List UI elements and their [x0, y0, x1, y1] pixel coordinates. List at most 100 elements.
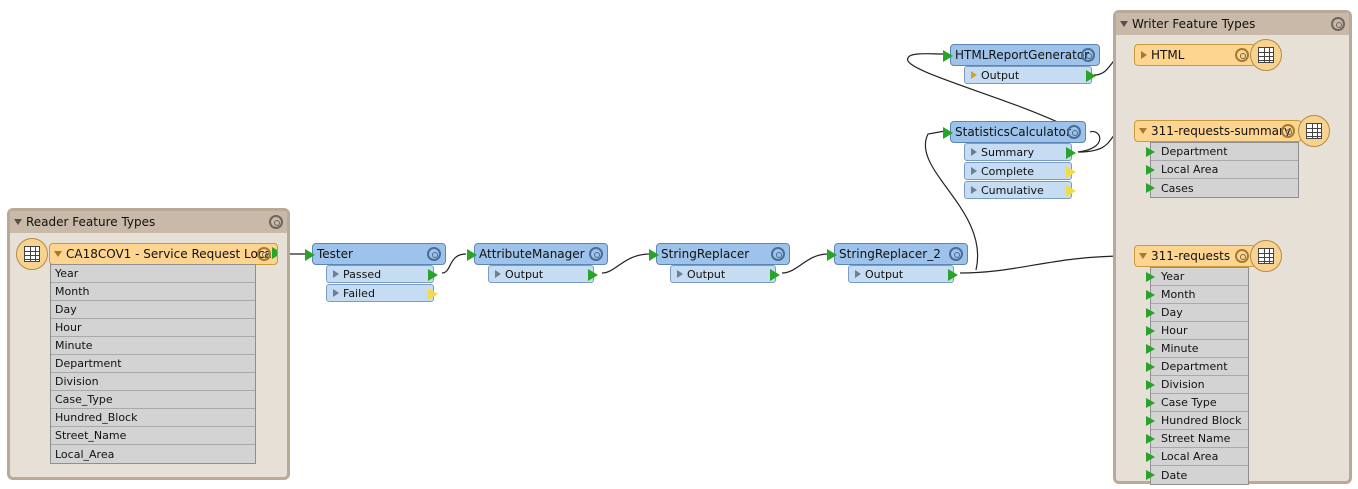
attribute-row: Division	[1146, 376, 1248, 394]
input-port-icon[interactable]	[943, 50, 953, 62]
port-label: Cumulative	[981, 183, 1044, 197]
port-triangle-icon	[333, 270, 339, 278]
reader-attribute-list: Year Month Day Hour Minute Department Di…	[50, 264, 256, 464]
output-port-connected-icon[interactable]	[1086, 70, 1096, 82]
output-port-connected-icon[interactable]	[428, 269, 438, 281]
string-replacer-2-port-output[interactable]: Output	[848, 265, 958, 283]
html-report-generator-transformer[interactable]: HTMLReportGenerator	[943, 44, 1100, 66]
port-triangle-icon	[333, 289, 339, 297]
attribute-manager-name: AttributeManager	[479, 247, 585, 261]
html-report-generator-port-output[interactable]: Output	[964, 66, 1096, 84]
gear-icon[interactable]	[1081, 48, 1095, 62]
statistics-calculator-port-cumulative[interactable]: Cumulative	[964, 181, 1076, 199]
attribute-manager-port-output[interactable]: Output	[488, 265, 598, 283]
attribute-row: Case_Type	[51, 391, 255, 409]
input-arrow-icon	[1146, 470, 1155, 480]
output-port-connected-icon[interactable]	[770, 269, 780, 281]
attribute-label: Department	[1161, 360, 1228, 373]
attribute-row: Department	[1146, 143, 1298, 161]
attribute-label: Minute	[1161, 342, 1199, 355]
writer-html-table-icon	[1250, 39, 1282, 71]
reader-feature-type[interactable]: CA18COV1 - Service Request Loca	[49, 243, 278, 265]
output-port-connected-icon[interactable]	[1066, 147, 1076, 159]
string-replacer-2-name: StringReplacer_2	[839, 247, 941, 261]
tester-port-passed[interactable]: Passed	[326, 265, 438, 283]
reader-bookmark-header[interactable]: Reader Feature Types	[10, 211, 287, 233]
attribute-row: Year	[51, 265, 255, 283]
writer-requests-name: 311-requests	[1151, 249, 1231, 263]
attribute-row: Hour	[1146, 322, 1248, 340]
string-replacer-2-transformer[interactable]: StringReplacer_2	[827, 243, 968, 265]
collapse-triangle-icon[interactable]	[1139, 128, 1147, 134]
collapse-triangle-icon[interactable]	[1139, 253, 1147, 259]
input-arrow-icon	[1146, 434, 1155, 444]
collapse-triangle-icon[interactable]	[14, 219, 22, 225]
gear-icon[interactable]	[1331, 17, 1345, 31]
port-label: Output	[865, 267, 904, 281]
gear-icon[interactable]	[771, 247, 785, 261]
gear-icon[interactable]	[1235, 48, 1249, 62]
attribute-row: Day	[51, 301, 255, 319]
statistics-calculator-port-complete[interactable]: Complete	[964, 162, 1076, 180]
attribute-row: Month	[1146, 286, 1248, 304]
statistics-calculator-name: StatisticsCalculator	[955, 125, 1071, 139]
input-port-icon[interactable]	[467, 249, 477, 261]
gear-icon[interactable]	[589, 247, 603, 261]
collapse-triangle-icon[interactable]	[54, 251, 62, 257]
input-port-icon[interactable]	[943, 127, 953, 139]
expand-triangle-icon[interactable]	[1141, 51, 1147, 59]
tester-port-failed[interactable]: Failed	[326, 284, 438, 302]
writer-requests-feature-type[interactable]: 311-requests	[1134, 245, 1256, 267]
reader-bookmark-title: Reader Feature Types	[26, 215, 156, 229]
collapse-triangle-icon[interactable]	[1120, 21, 1128, 27]
output-port-unconnected-icon[interactable]	[1066, 166, 1076, 178]
input-arrow-icon	[1146, 398, 1155, 408]
port-triangle-icon	[971, 167, 977, 175]
input-port-icon[interactable]	[305, 249, 315, 261]
attribute-row: Minute	[1146, 340, 1248, 358]
output-port-unconnected-icon[interactable]	[428, 288, 438, 300]
output-port-connected-icon[interactable]	[948, 269, 958, 281]
attribute-label: Month	[1161, 288, 1196, 301]
input-arrow-icon	[1146, 272, 1155, 282]
gear-icon[interactable]	[1067, 125, 1081, 139]
gear-icon[interactable]	[269, 215, 283, 229]
gear-icon[interactable]	[1281, 124, 1295, 138]
table-grid-icon	[1258, 47, 1274, 63]
input-arrow-icon	[1146, 308, 1155, 318]
output-port-icon[interactable]	[272, 247, 277, 259]
writer-bookmark-header[interactable]: Writer Feature Types	[1116, 13, 1349, 35]
gear-icon[interactable]	[427, 247, 441, 261]
gear-icon[interactable]	[257, 247, 271, 261]
attribute-row: Month	[51, 283, 255, 301]
attribute-manager-transformer[interactable]: AttributeManager	[467, 243, 608, 265]
attribute-label: Hour	[1161, 324, 1188, 337]
attribute-label: Cases	[1161, 181, 1194, 195]
attribute-label: Day	[1161, 306, 1183, 319]
statistics-calculator-port-summary[interactable]: Summary	[964, 143, 1076, 161]
gear-icon[interactable]	[949, 247, 963, 261]
attribute-label: Case Type	[1161, 396, 1217, 409]
attribute-row: Department	[51, 355, 255, 373]
writer-summary-name: 311-requests-summary	[1151, 124, 1292, 138]
attribute-row: Division	[51, 373, 255, 391]
table-grid-icon	[1306, 123, 1322, 139]
input-arrow-icon	[1146, 416, 1155, 426]
tester-transformer[interactable]: Tester	[305, 243, 446, 265]
string-replacer-transformer[interactable]: StringReplacer	[649, 243, 790, 265]
html-report-generator-name: HTMLReportGenerator	[955, 48, 1090, 62]
writer-requests-table-icon	[1250, 240, 1282, 272]
statistics-calculator-transformer[interactable]: StatisticsCalculator	[943, 121, 1086, 143]
attribute-label: Division	[1161, 378, 1205, 391]
attribute-label: Year	[1161, 270, 1185, 283]
output-port-unconnected-icon[interactable]	[1066, 185, 1076, 197]
string-replacer-port-output[interactable]: Output	[670, 265, 780, 283]
output-port-connected-icon[interactable]	[588, 269, 598, 281]
input-port-icon[interactable]	[649, 249, 659, 261]
input-port-icon[interactable]	[827, 249, 837, 261]
gear-icon[interactable]	[1235, 249, 1249, 263]
attribute-row: Date	[1146, 466, 1248, 484]
writer-html-feature-type[interactable]: HTML	[1134, 44, 1256, 66]
attribute-row: Hundred_Block	[51, 409, 255, 427]
writer-summary-feature-type[interactable]: 311-requests-summary	[1134, 120, 1302, 142]
